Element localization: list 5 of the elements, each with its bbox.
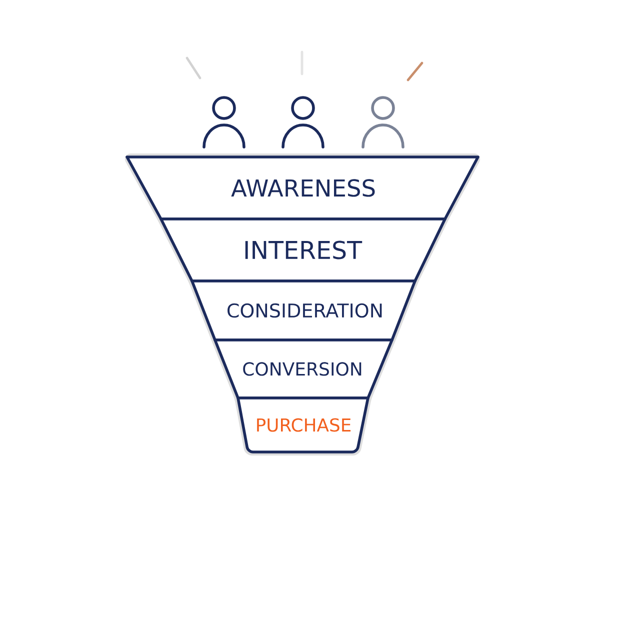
funnel-band: PURCHASE bbox=[236, 396, 370, 454]
funnel-band: CONVERSION bbox=[214, 338, 394, 400]
funnel-band: INTEREST bbox=[160, 218, 446, 282]
funnel-band: AWARENESS bbox=[126, 156, 480, 220]
funnel-band: CONSIDERATION bbox=[190, 280, 416, 342]
